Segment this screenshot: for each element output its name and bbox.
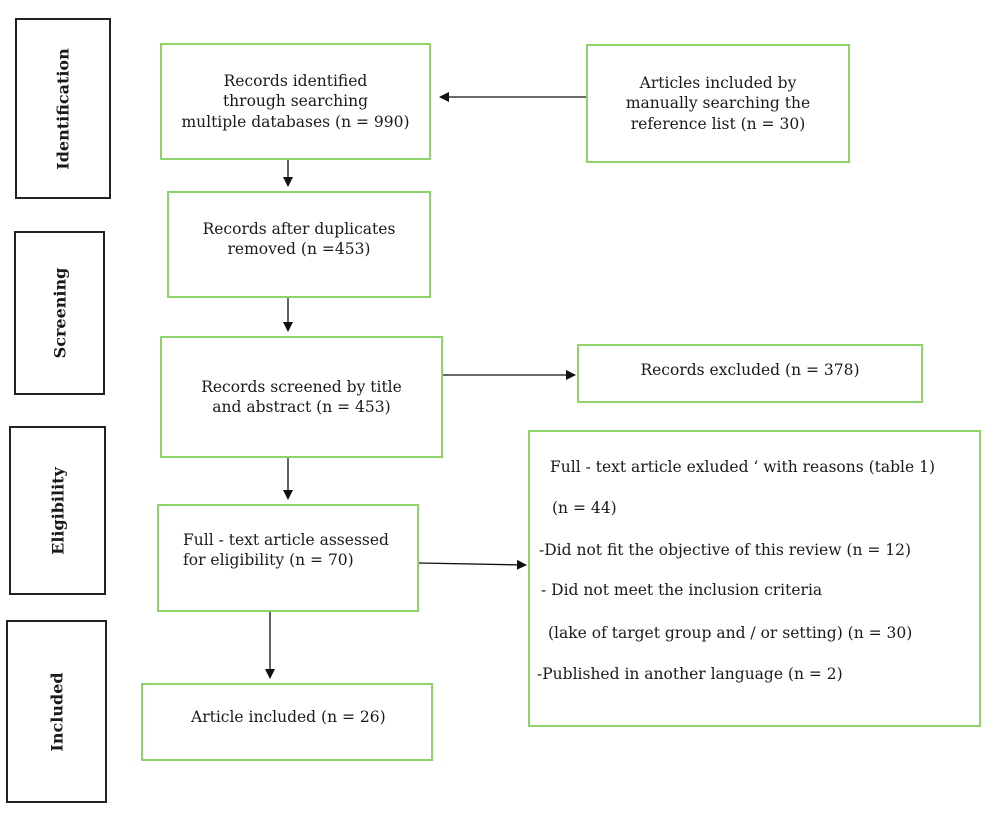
records-identified-text: Records identified through searching mul…	[181, 72, 410, 131]
stage-screening: Screening	[14, 231, 105, 395]
stage-identification: Identification	[15, 18, 111, 199]
assessed-text: Full - text article assessed for eligibi…	[183, 531, 389, 570]
reason-language: -Published in another language (n = 2)	[537, 665, 843, 683]
box-duplicates-removed: Records after duplicates removed (n =453…	[167, 191, 431, 298]
records-excluded-text: Records excluded (n = 378)	[640, 361, 860, 379]
arrow-assessed-to-reasons	[418, 559, 527, 570]
duplicates-removed-text: Records after duplicates removed (n =453…	[202, 220, 396, 259]
box-manual-search: Articles included by manually searching …	[586, 44, 850, 163]
reason-inclusion-detail: (lake of target group and / or setting) …	[548, 624, 913, 642]
box-exclusion-reasons: Full - text article exluded ‘ with reaso…	[528, 430, 981, 727]
reason-objective: -Did not fit the objective of this revie…	[539, 541, 912, 559]
stage-included: Included	[6, 620, 107, 803]
box-records-identified: Records identified through searching mul…	[160, 43, 431, 160]
box-assessed: Full - text article assessed for eligibi…	[157, 504, 419, 612]
box-article-included: Article included (n = 26)	[141, 683, 433, 761]
reasons-count: (n = 44)	[552, 499, 617, 517]
reasons-heading: Full - text article exluded ‘ with reaso…	[550, 458, 936, 476]
box-screened: Records screened by title and abstract (…	[160, 336, 443, 458]
article-included-text: Article included (n = 26)	[191, 708, 386, 726]
manual-search-text: Articles included by manually searching …	[625, 74, 811, 133]
reason-inclusion: - Did not meet the inclusion criteria	[541, 581, 823, 599]
stage-eligibility: Eligibility	[9, 426, 106, 595]
box-records-excluded: Records excluded (n = 378)	[577, 344, 923, 403]
screened-text: Records screened by title and abstract (…	[201, 377, 402, 416]
